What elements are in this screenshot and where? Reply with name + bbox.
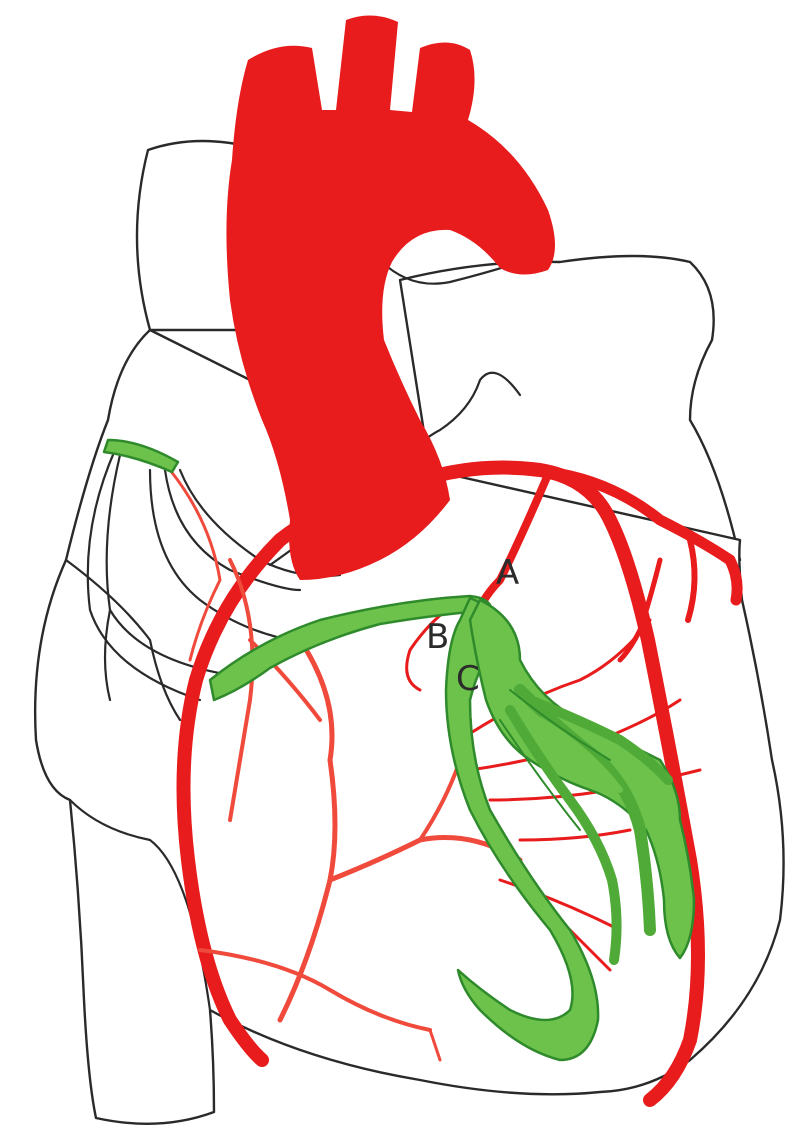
label-a: A [496,553,519,593]
label-c: C [456,659,480,699]
heart-outline [35,141,783,1124]
label-b: B [426,617,449,657]
